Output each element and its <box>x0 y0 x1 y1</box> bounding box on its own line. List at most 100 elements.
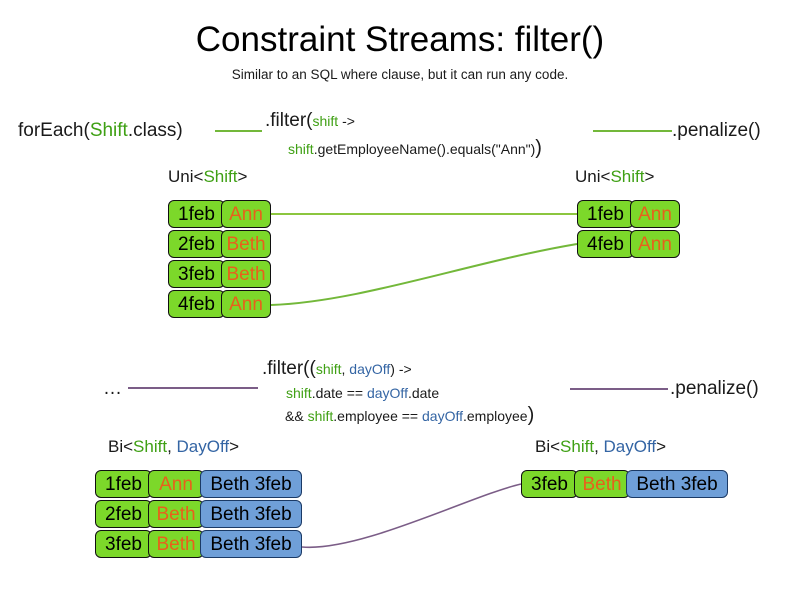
cell-dayoff[interactable]: Beth 3feb <box>626 470 728 498</box>
cell-name-text: Beth <box>582 473 622 495</box>
bi-filter-line3: && shift.employee == dayOff.employee) <box>285 404 535 426</box>
bi-in-type1: Shift <box>133 437 168 456</box>
cell-dayoff[interactable]: Beth 3feb <box>200 470 302 498</box>
cell-name[interactable]: Ann <box>630 200 680 228</box>
bi-output-stream-label: Bi<Shift, DayOff> <box>535 437 666 457</box>
cell-date[interactable]: 1feb <box>577 200 634 228</box>
cell-date[interactable]: 3feb <box>95 530 152 558</box>
link-bi-row3 <box>301 483 522 549</box>
foreach-source-label: forEach(Shift.class) <box>18 120 183 142</box>
bi-filter-line2: shift.date == dayOff.date <box>286 384 439 402</box>
bi-l2-mid: .date == <box>311 385 367 401</box>
bi-in-prefix: Bi< <box>108 437 134 456</box>
uni-filter-line2: shift.getEmployeeName().equals("Ann")) <box>288 137 542 159</box>
bi-l3-param1: shift <box>307 408 334 424</box>
cell-name-text: Ann <box>229 293 263 315</box>
cell-date[interactable]: 4feb <box>168 290 225 318</box>
cell-date[interactable]: 2feb <box>168 230 225 258</box>
uni-in-prefix: Uni< <box>168 167 204 186</box>
uni-input-stream-label: Uni<Shift> <box>168 167 247 187</box>
bi-l3-tail: .employee <box>463 408 528 424</box>
uni-out-suffix: > <box>644 167 655 186</box>
cell-date-text: 2feb <box>105 503 142 525</box>
page-subtitle: Similar to an SQL where clause, but it c… <box>231 67 569 82</box>
uni-filter-arrow: -> <box>338 113 355 129</box>
cell-date-text: 3feb <box>178 263 215 285</box>
cell-name-text: Ann <box>638 233 672 255</box>
uni-in-suffix: > <box>237 167 248 186</box>
bi-l2-param1: shift <box>286 385 312 401</box>
bi-filter-param2: dayOff <box>349 361 391 377</box>
bi-filter-param1: shift <box>315 361 342 377</box>
cell-date[interactable]: 1feb <box>95 470 152 498</box>
uni-out-prefix: Uni< <box>575 167 611 186</box>
bi-in-suffix: > <box>229 437 240 456</box>
cell-dayoff-text: Beth 3feb <box>210 503 292 525</box>
uni-in-type: Shift <box>203 167 238 186</box>
uni-penalize-label: .penalize() <box>672 120 761 141</box>
cell-date[interactable]: 1feb <box>168 200 225 228</box>
bi-out-type2: DayOff <box>603 437 657 456</box>
cell-date-text: 1feb <box>178 203 215 225</box>
cell-name-text: Beth <box>156 533 196 555</box>
uni-filter-body: .getEmployeeName().equals("Ann") <box>313 141 536 157</box>
uni-filter-param2: shift <box>288 141 314 157</box>
cell-dayoff[interactable]: Beth 3feb <box>200 500 302 528</box>
uni-filter-close-paren: ) <box>535 137 542 159</box>
bi-in-comma: , <box>167 437 177 456</box>
cell-date-text: 1feb <box>105 473 142 495</box>
bi-in-type2: DayOff <box>176 437 230 456</box>
cell-name-text: Ann <box>159 473 193 495</box>
cell-date-text: 2feb <box>178 233 215 255</box>
cell-date[interactable]: 3feb <box>521 470 578 498</box>
cell-date[interactable]: 2feb <box>95 500 152 528</box>
uni-out-type: Shift <box>610 167 645 186</box>
bi-input-stream-label: Bi<Shift, DayOff> <box>108 437 239 457</box>
uni-filter-line1: .filter(shift -> <box>265 110 355 132</box>
uni-output-stream-label: Uni<Shift> <box>575 167 654 187</box>
cell-name[interactable]: Ann <box>630 230 680 258</box>
cell-name[interactable]: Beth <box>221 260 271 288</box>
uni-filter-method: .filter( <box>265 110 313 131</box>
bi-filter-arrow: ) -> <box>390 361 412 377</box>
cell-name[interactable]: Beth <box>221 230 271 258</box>
foreach-suffix: .class) <box>127 120 183 141</box>
bi-out-suffix: > <box>656 437 667 456</box>
cell-date[interactable]: 4feb <box>577 230 634 258</box>
cell-name[interactable]: Ann <box>221 290 271 318</box>
bi-l2-param2: dayOff <box>366 385 408 401</box>
bi-filter-line1: .filter((shift, dayOff) -> <box>262 358 412 380</box>
bi-l3-param2: dayOff <box>422 408 463 424</box>
cell-name[interactable]: Ann <box>221 200 271 228</box>
bi-l3-close-paren: ) <box>527 404 535 426</box>
cell-name-text: Beth <box>226 263 266 285</box>
cell-date[interactable]: 3feb <box>168 260 225 288</box>
cell-date-text: 1feb <box>587 203 624 225</box>
cell-date-text: 4feb <box>178 293 215 315</box>
cell-name-text: Beth <box>156 503 196 525</box>
bi-filter-comma: , <box>341 361 350 377</box>
bi-l3-mid: .employee == <box>333 408 422 424</box>
cell-name[interactable]: Beth <box>574 470 630 498</box>
cell-name[interactable]: Ann <box>148 470 204 498</box>
cell-dayoff[interactable]: Beth 3feb <box>200 530 302 558</box>
cell-name-text: Ann <box>638 203 672 225</box>
cell-dayoff-text: Beth 3feb <box>210 473 292 495</box>
foreach-prefix: forEach( <box>18 120 90 141</box>
cell-date-text: 3feb <box>105 533 142 555</box>
uni-filter-param: shift <box>312 113 339 129</box>
bi-penalize-label: .penalize() <box>670 378 759 399</box>
bi-l2-tail: .date <box>407 385 440 401</box>
bi-filter-method: .filter(( <box>262 358 316 379</box>
bi-out-prefix: Bi< <box>535 437 561 456</box>
cell-date-text: 4feb <box>587 233 624 255</box>
cell-name[interactable]: Beth <box>148 530 204 558</box>
cell-dayoff-text: Beth 3feb <box>636 473 718 495</box>
page-title: Constraint Streams: filter() <box>195 20 605 59</box>
link-uni-row4 <box>270 243 578 306</box>
bi-source-ellipsis: … <box>103 378 123 399</box>
bi-out-comma: , <box>594 437 604 456</box>
cell-name[interactable]: Beth <box>148 500 204 528</box>
cell-name-text: Beth <box>226 233 266 255</box>
